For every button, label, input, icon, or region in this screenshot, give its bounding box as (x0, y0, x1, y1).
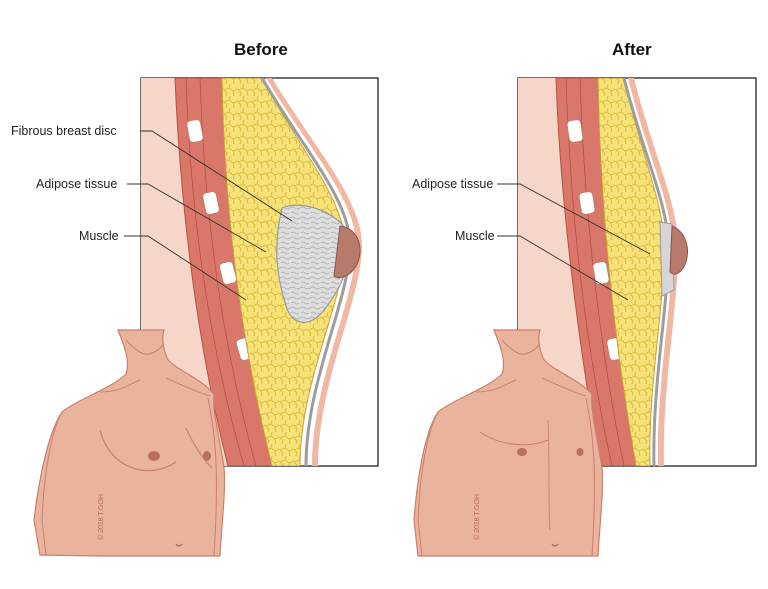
label-muscle-after: Muscle (455, 229, 495, 243)
label-adipose-tissue-after: Adipose tissue (412, 177, 494, 191)
label-muscle-before: Muscle (79, 229, 119, 243)
after-torso (413, 329, 604, 557)
after-title: After (612, 40, 652, 59)
copyright-before: © 2018 T.GOH (98, 494, 105, 540)
before-torso (33, 329, 226, 557)
label-adipose-tissue-before: Adipose tissue (36, 177, 118, 191)
after-leader-lines (497, 183, 651, 301)
before-title: Before (234, 40, 288, 59)
before-cross-section (140, 77, 379, 467)
copyright-after: © 2018 T.GOH (474, 494, 481, 540)
label-fibrous-breast-disc: Fibrous breast disc (11, 124, 117, 138)
before-leader-lines (124, 130, 293, 301)
